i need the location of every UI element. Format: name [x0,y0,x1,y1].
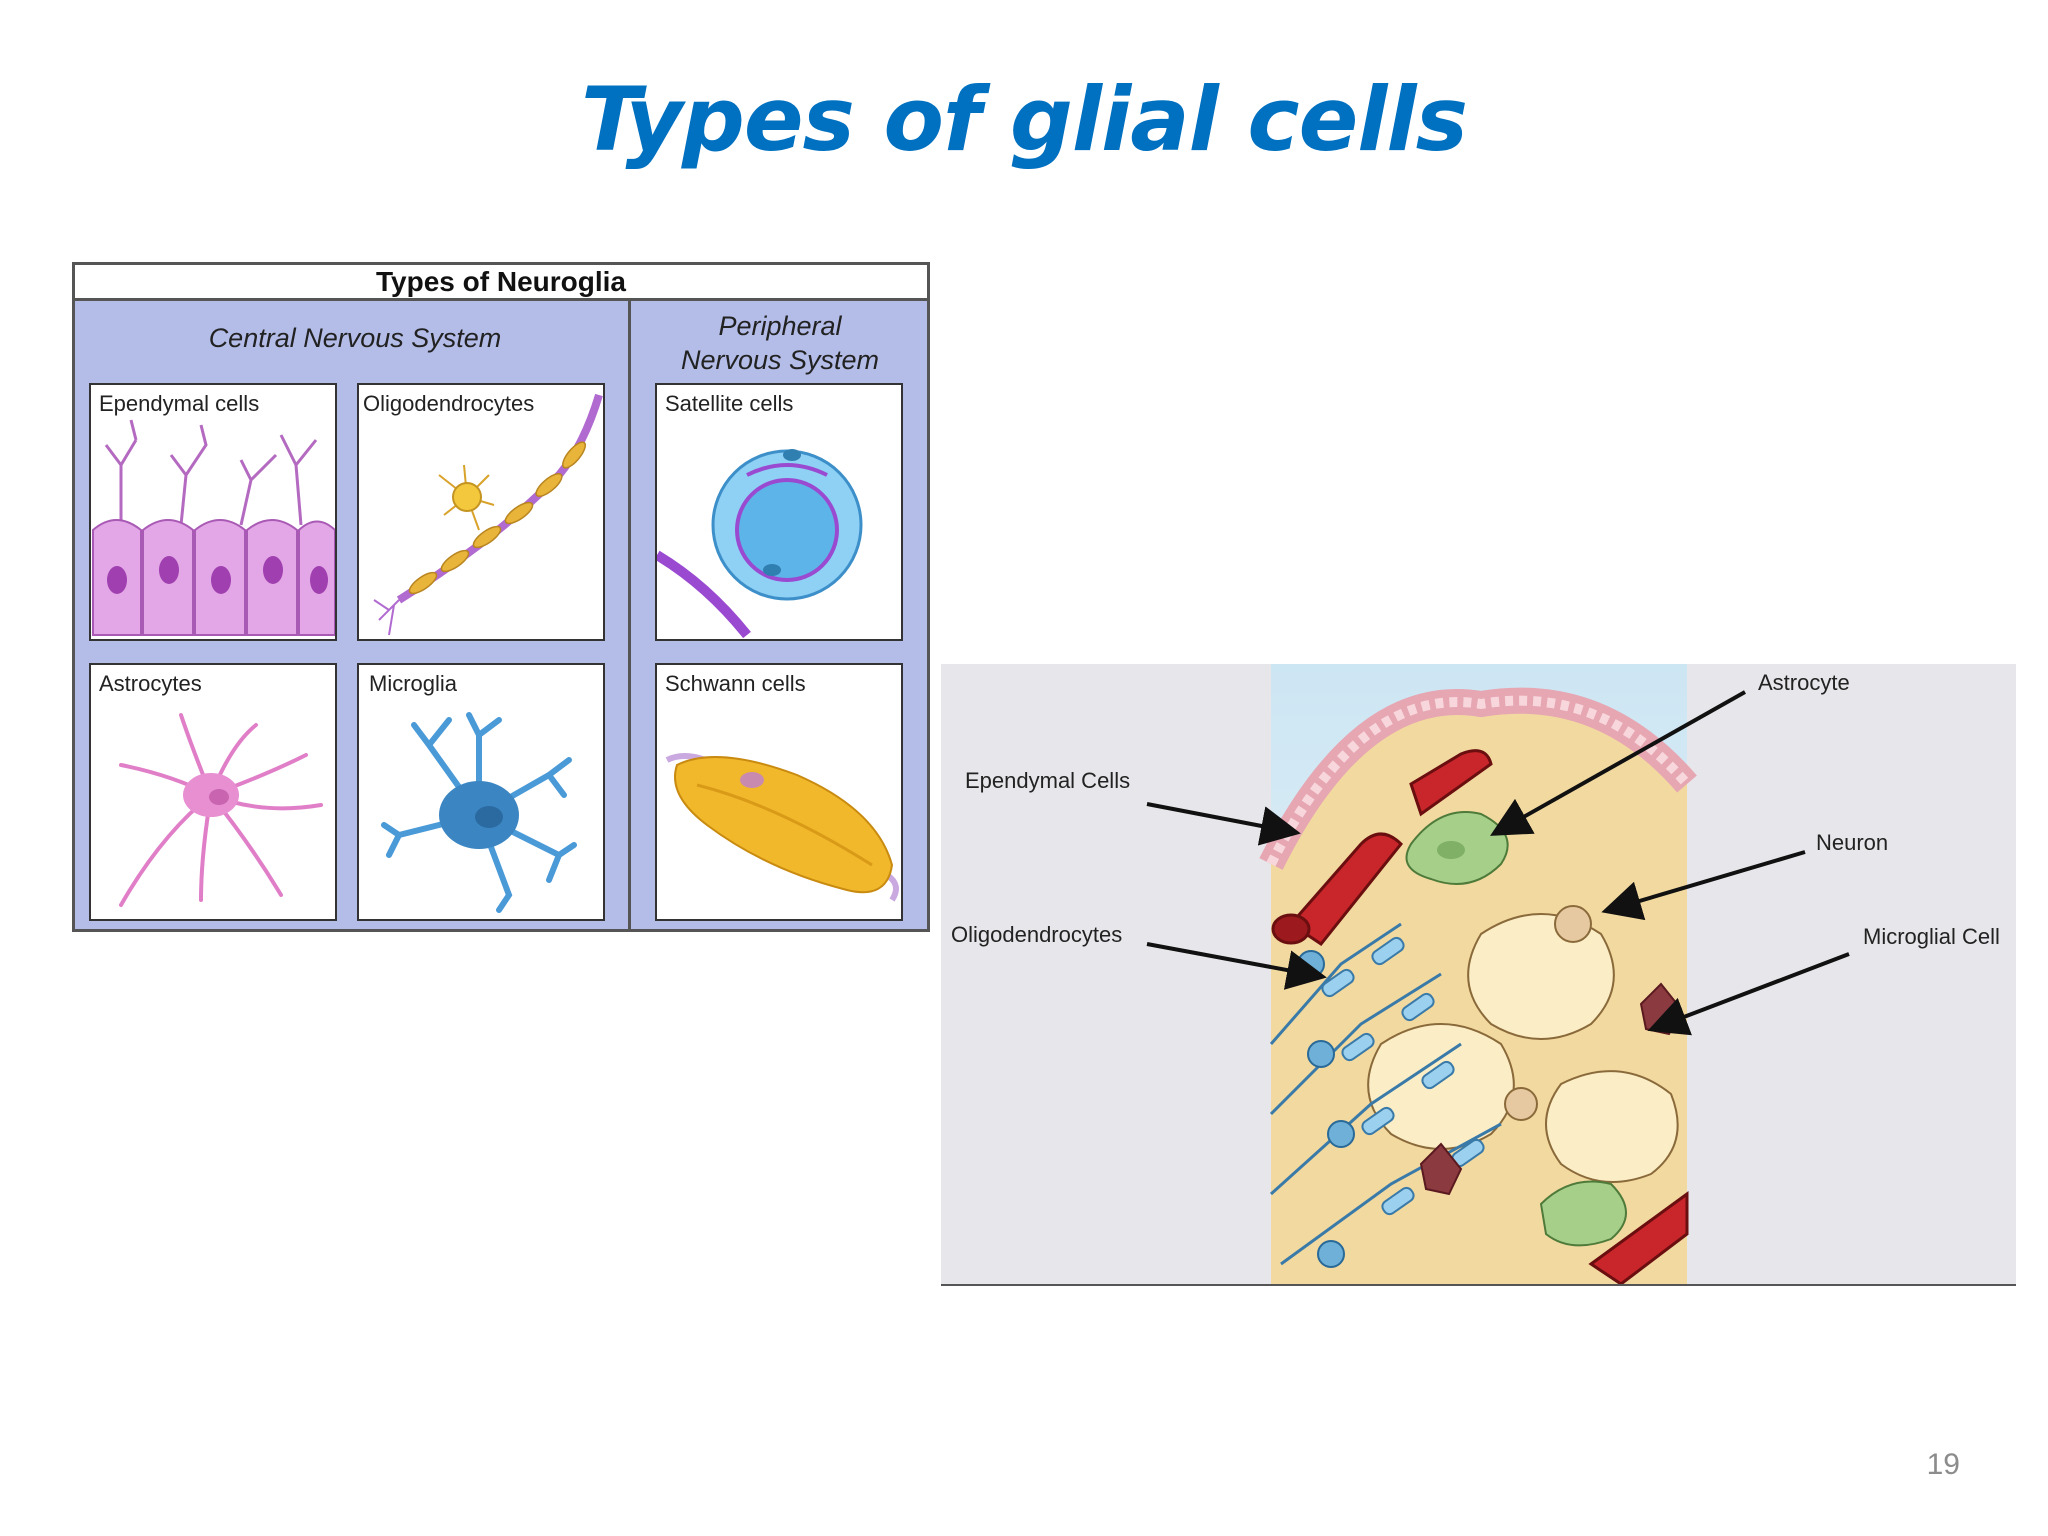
pns-label: Peripheral Nervous System [635,309,925,377]
pointer-arrows [1146,690,1850,1036]
arrow-oligodendrocytes [1146,942,1327,990]
page-number: 19 [1926,1448,1960,1481]
label-astrocyte: Astrocyte [1758,670,1850,695]
panel-label: Astrocytes [99,671,202,696]
neuroglia-header: Types of Neuroglia [75,265,927,301]
cns-label: Central Nervous System [208,323,502,353]
label-microglial-cell: Microglial Cell [1863,924,2000,949]
panel-label: Microglia [369,671,458,696]
panel-label: Oligodendrocytes [363,391,535,416]
arrow-ependymal [1146,802,1301,846]
tissue-illustration [1259,664,1697,1284]
ependymal-cells-illustration [92,419,335,636]
arrow-astrocyte [1490,690,1746,836]
satellite-cells-illustration [657,449,863,639]
panel-schwann-cells: Schwann cells [655,663,903,921]
panel-label: Ependymal cells [99,391,260,416]
arrow-neuron [1601,850,1806,921]
label-oligodendrocytes: Oligodendrocytes [951,922,1123,947]
panel-label: Schwann cells [665,671,806,696]
astrocytes-illustration [119,713,323,907]
slide-title: Types of glial cells [581,68,1468,171]
panel-ependymal-cells: Ependymal cells [89,383,337,641]
panel-label: Satellite cells [665,391,794,416]
arrow-microglial [1647,952,1850,1036]
pns-label-line1: Peripheral [718,311,842,341]
panel-astrocytes: Astrocytes [89,663,337,921]
schwann-cells-illustration [665,753,899,902]
panel-oligodendrocytes: Oligodendrocytes [357,383,605,641]
oligodendrocytes-illustration [373,393,603,636]
panel-microglia: Microglia [357,663,605,921]
neuroglia-figure: Types of Neuroglia Central Nervous Syste… [72,262,930,932]
label-ependymal-cells: Ependymal Cells [965,768,1131,793]
cns-pns-divider [628,301,631,929]
glial-tissue-schematic: Ependymal Cells Oligodendrocytes Astrocy… [941,664,2016,1286]
pns-label-line2: Nervous System [680,345,880,375]
label-neuron: Neuron [1816,830,1889,855]
panel-satellite-cells: Satellite cells [655,383,903,641]
microglia-illustration [381,712,577,913]
